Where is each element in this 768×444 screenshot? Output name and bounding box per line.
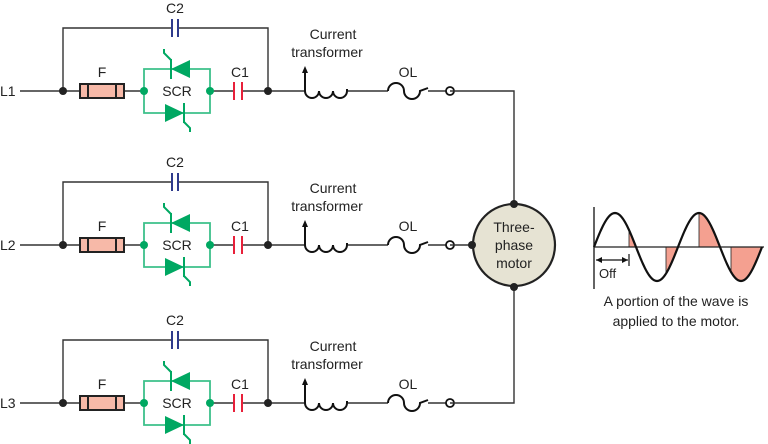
scr-lower-thyristor bbox=[165, 416, 184, 434]
ct-label-line2: transformer bbox=[291, 198, 363, 214]
motor-terminal-3 bbox=[510, 283, 518, 291]
scr-upper-gate bbox=[163, 49, 172, 79]
current-transformer-coil bbox=[304, 381, 348, 411]
motor-terminal-2 bbox=[468, 241, 476, 249]
three-phase-motor: Three- phase motor bbox=[468, 200, 557, 291]
scr-node bbox=[206, 87, 214, 95]
scr-upper-thyristor bbox=[171, 372, 190, 390]
c2-label: C2 bbox=[166, 154, 184, 170]
c1-label: C1 bbox=[231, 64, 249, 80]
motor-label-2: phase bbox=[495, 237, 533, 253]
sine-wave bbox=[592, 211, 764, 283]
fuse bbox=[79, 237, 125, 253]
junction-node bbox=[59, 399, 67, 407]
scr-upper-thyristor bbox=[171, 60, 190, 78]
bypass-wire bbox=[62, 27, 269, 91]
scr-label: SCR bbox=[162, 237, 192, 253]
current-transformer-coil bbox=[304, 69, 348, 99]
motor-feed-l3 bbox=[450, 287, 515, 404]
scr-upper-gate bbox=[163, 203, 172, 233]
overload-relay bbox=[387, 82, 429, 100]
scr-node bbox=[206, 399, 214, 407]
junction-node bbox=[264, 87, 272, 95]
applied-portion-4 bbox=[730, 246, 763, 282]
junction-node bbox=[59, 241, 67, 249]
ol-label: OL bbox=[399, 218, 418, 234]
fuse-label: F bbox=[98, 218, 107, 234]
fuse bbox=[79, 395, 125, 411]
ct-label-line1: Current bbox=[310, 338, 357, 354]
current-transformer-arrow-icon bbox=[302, 378, 308, 385]
phase-branch-l1: L1 C2 F SCR C1 Current transformer OL bbox=[0, 0, 455, 132]
ct-label-line1: Current bbox=[310, 26, 357, 42]
overload-relay bbox=[387, 394, 429, 412]
motor-feed-l1 bbox=[450, 90, 515, 204]
junction-node bbox=[264, 399, 272, 407]
scr-node bbox=[140, 87, 148, 95]
junction-node bbox=[59, 87, 67, 95]
scr-upper-thyristor bbox=[171, 214, 190, 232]
scr-lower-gate bbox=[183, 415, 191, 444]
off-label: Off bbox=[599, 266, 616, 281]
junction-node bbox=[264, 241, 272, 249]
c1-label: C1 bbox=[231, 218, 249, 234]
fuse bbox=[79, 83, 125, 99]
scr-node bbox=[206, 241, 214, 249]
c1-label: C1 bbox=[231, 376, 249, 392]
wave-caption-line2: applied to the motor. bbox=[613, 313, 740, 329]
c2-label: C2 bbox=[166, 312, 184, 328]
scr-lower-thyristor bbox=[165, 258, 184, 276]
bypass-wire bbox=[62, 339, 269, 403]
current-transformer-arrow-icon bbox=[302, 66, 308, 73]
line-label: L1 bbox=[0, 83, 16, 99]
line-label: L3 bbox=[0, 395, 16, 411]
scr-lower-gate bbox=[183, 257, 191, 286]
ct-label-line2: transformer bbox=[291, 44, 363, 60]
current-transformer-coil bbox=[304, 223, 348, 253]
overload-relay bbox=[387, 236, 429, 254]
line-label: L2 bbox=[0, 237, 16, 253]
fuse-label: F bbox=[98, 64, 107, 80]
current-transformer-arrow-icon bbox=[302, 220, 308, 227]
phase-branch-l3: L3 C2 F SCR C1 Current transformer OL bbox=[0, 312, 455, 444]
bypass-wire bbox=[62, 181, 269, 245]
scr-label: SCR bbox=[162, 83, 192, 99]
waveform: Off A portion of the wave is applied to … bbox=[592, 207, 764, 329]
c2-label: C2 bbox=[166, 0, 184, 16]
motor-terminal-1 bbox=[510, 200, 518, 208]
scr-node bbox=[140, 399, 148, 407]
scr-node bbox=[140, 241, 148, 249]
ol-label: OL bbox=[399, 64, 418, 80]
ct-label-line2: transformer bbox=[291, 356, 363, 372]
fuse-label: F bbox=[98, 376, 107, 392]
scr-label: SCR bbox=[162, 395, 192, 411]
motor-label-1: Three- bbox=[493, 219, 535, 235]
ct-label-line1: Current bbox=[310, 180, 357, 196]
motor-label-3: motor bbox=[496, 255, 532, 271]
ol-label: OL bbox=[399, 376, 418, 392]
scr-lower-gate bbox=[183, 103, 191, 132]
scr-lower-thyristor bbox=[165, 104, 184, 122]
phase-branch-l2: L2 C2 F SCR C1 Current transformer OL bbox=[0, 154, 455, 286]
wave-caption-line1: A portion of the wave is bbox=[604, 293, 749, 309]
scr-upper-gate bbox=[163, 361, 172, 391]
off-arrow bbox=[596, 254, 630, 266]
